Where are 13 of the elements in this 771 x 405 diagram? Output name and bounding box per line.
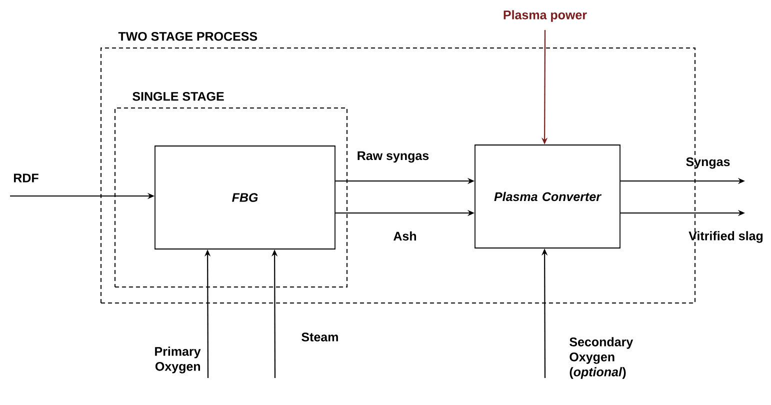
edge-label: Raw syngas: [358, 151, 429, 163]
edge-label: Vitrified slag: [688, 231, 763, 243]
edge-label: RDF: [14, 174, 38, 182]
process-box: Plasma Converter: [474, 144, 620, 248]
node-label: TWO STAGE PROCESS: [118, 32, 258, 41]
edge-label: Steam: [302, 332, 338, 342]
edge-label: Plasma power: [504, 10, 587, 22]
edge-label: Primary Oxygen: [155, 346, 201, 374]
process-box: FBG: [154, 146, 336, 250]
node-label: SINGLE STAGE: [132, 92, 224, 101]
edge-label: Syngas: [686, 157, 730, 169]
edge-label: Secondary Oxygen (optional): [570, 337, 634, 379]
edge-label: Ash: [394, 231, 416, 241]
